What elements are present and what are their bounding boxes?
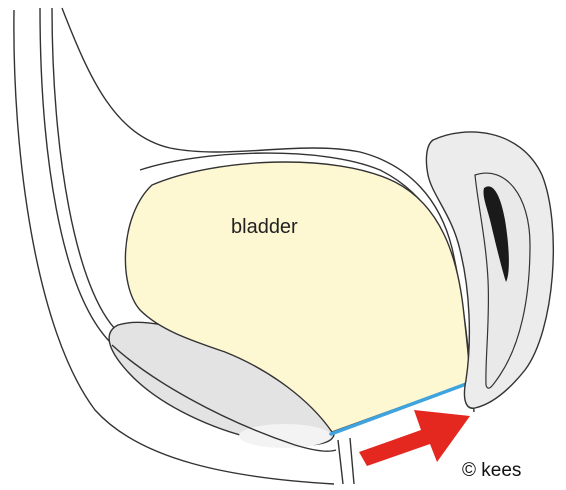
bladder-label: bladder xyxy=(231,216,298,238)
urethra-left-wall xyxy=(338,440,343,484)
abdominal-wall-inner-2 xyxy=(52,8,118,332)
urethra-right-wall xyxy=(350,438,354,484)
pubic-bone-highlight xyxy=(239,424,331,448)
copyright-credit: © kees xyxy=(462,460,521,481)
abdominal-wall-inner-1 xyxy=(40,8,110,342)
